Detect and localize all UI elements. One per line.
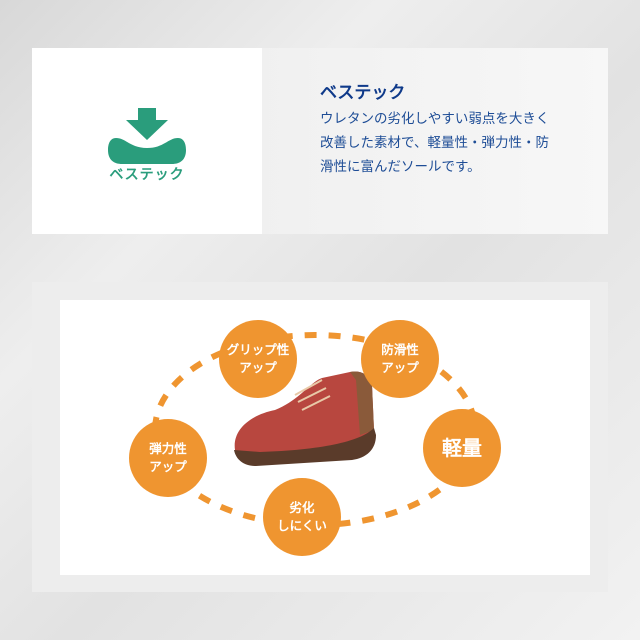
feature-description: ウレタンの劣化しやすい弱点を大きく改善した素材で、軽量性・弾力性・防滑性に富んだ… <box>320 111 550 175</box>
benefit-lightweight: 軽量 <box>423 409 501 487</box>
benefit-grip: グリップ性 アップ <box>219 320 297 398</box>
benefit-anti-slip: 防滑性 アップ <box>361 320 439 398</box>
benefit-text: アップ <box>239 360 277 375</box>
feature-title: ベステック <box>320 83 406 103</box>
benefit-text: 弾力性 <box>149 441 187 456</box>
benefit-text: グリップ性 <box>226 342 290 357</box>
benefit-text: アップ <box>149 459 187 474</box>
benefit-elasticity: 弾力性 アップ <box>129 419 207 497</box>
feature-panel: ベステック ベステック ウレタンの劣化しやすい弱点を大きく改善した素材で、軽量性… <box>32 48 608 234</box>
benefits-diagram: グリップ性 アップ 防滑性 アップ 軽量 劣化 しにくい 弾力性 アップ <box>60 300 590 575</box>
logo-box: ベステック <box>32 48 262 234</box>
benefit-text: 劣化 <box>289 500 315 515</box>
benefit-text: 軽量 <box>442 436 482 460</box>
benefit-text: しにくい <box>277 518 327 533</box>
benefit-text: アップ <box>381 360 419 375</box>
sole-download-icon <box>108 108 186 164</box>
shoe-image <box>234 371 376 466</box>
logo-label: ベステック <box>109 167 185 183</box>
benefit-durability: 劣化 しにくい <box>263 478 341 556</box>
benefit-text: 防滑性 <box>381 342 419 357</box>
benefits-panel: グリップ性 アップ 防滑性 アップ 軽量 劣化 しにくい 弾力性 アップ <box>32 282 608 592</box>
